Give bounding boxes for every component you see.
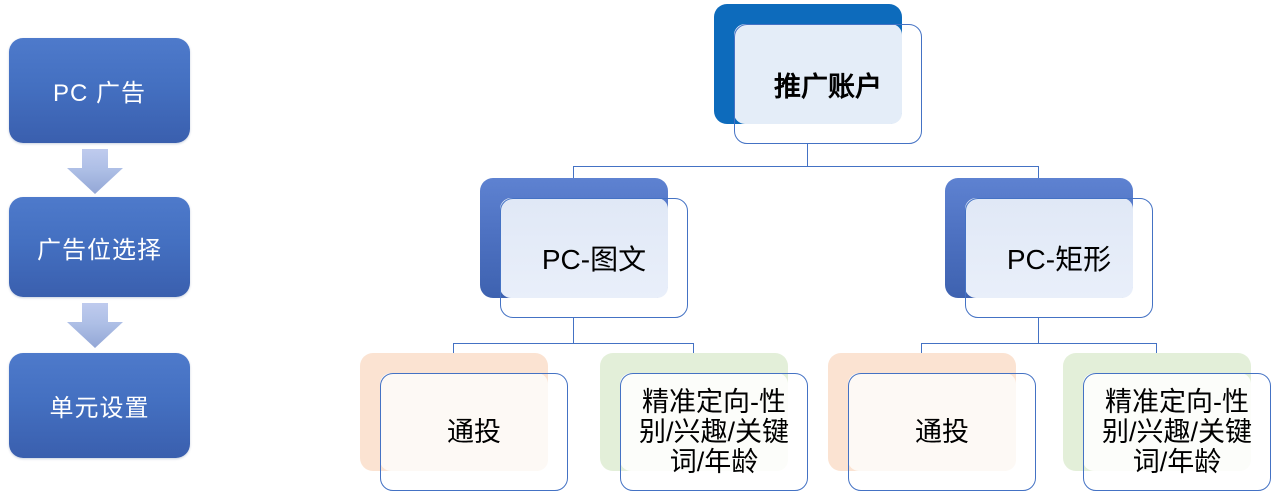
node-outline-shape: 推广账户 [734,24,922,144]
node-outline-shape: 通投 [380,373,568,491]
node-fill-shape [1083,373,1251,471]
flow-step-pc-ad: PC 广告 [9,38,190,143]
connector-line [573,318,575,343]
connector-line [807,144,809,167]
connector-line [573,166,575,179]
node-label: 通投 [447,417,501,447]
connector-line [1038,166,1040,179]
node-outline-shape: PC-矩形 [965,198,1153,318]
flow-step-ad-position: 广告位选择 [9,197,190,297]
down-arrow-icon [67,303,123,348]
node-fill-shape [380,373,548,471]
down-arrow-icon [67,149,123,194]
connector-line [453,343,694,345]
node-outline-shape: 精准定向-性 别/兴趣/关键 词/年龄 [1083,373,1271,491]
connector-line [573,166,1039,168]
connector-line [453,343,455,354]
flow-step-label: 广告位选择 [37,236,162,264]
node-outline-shape: 精准定向-性 别/兴趣/关键 词/年龄 [620,373,808,491]
connector-line [1156,343,1158,354]
node-fill-shape [500,198,668,298]
node-outline-shape: PC-图文 [500,198,688,318]
node-fill-shape [620,373,788,471]
connector-line [693,343,695,354]
connector-line [1038,318,1040,343]
connector-line [921,343,1157,345]
node-label: 精准定向-性 别/兴趣/关键 词/年龄 [1101,387,1252,477]
node-outline-shape: 通投 [848,373,1036,491]
flow-step-unit-setup: 单元设置 [9,353,190,458]
node-label: PC-矩形 [1006,244,1112,275]
node-fill-shape [965,198,1133,298]
flow-step-label: 单元设置 [49,395,150,422]
node-fill-shape [848,373,1016,471]
node-label: 精准定向-性 别/兴趣/关键 词/年龄 [638,387,789,477]
node-label: PC-图文 [541,244,647,275]
flow-step-label: PC 广告 [52,80,146,107]
node-fill-shape [734,24,902,124]
node-label: 通投 [915,417,969,447]
node-label: 推广账户 [774,71,882,102]
connector-line [921,343,923,354]
